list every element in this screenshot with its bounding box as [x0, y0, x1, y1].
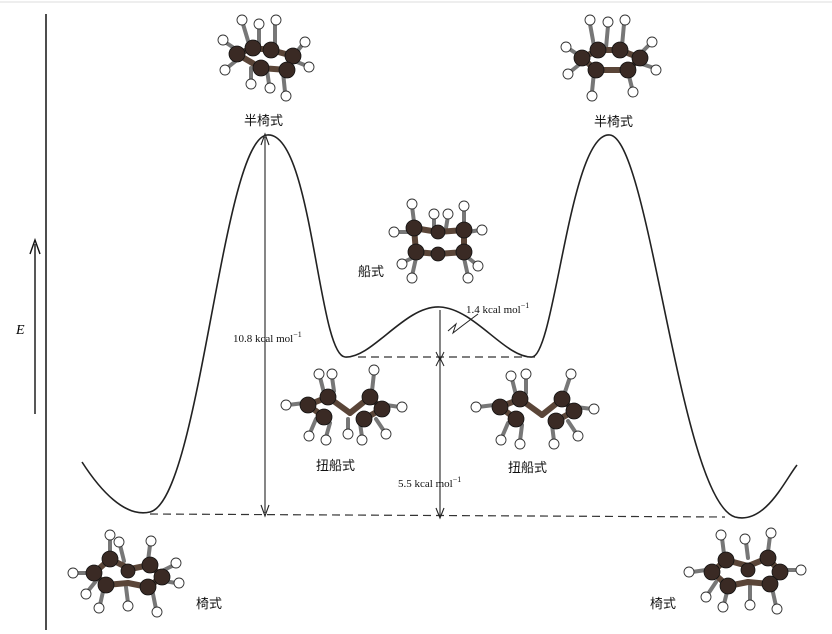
twist-boat-right-molecule: [470, 368, 600, 450]
chair-right-label: 椅式: [650, 597, 676, 612]
barrier-arrow-bottom-head: [260, 504, 270, 518]
twist-energy-label: 5.5 kcal mol−1: [398, 475, 461, 490]
energy-curve: [81, 134, 798, 519]
chair-baseline: [149, 513, 726, 518]
twist-boat-right-label: 扭船式: [508, 461, 547, 476]
boat-barrier-pointer: [447, 313, 479, 335]
half-chair-left-molecule: [217, 14, 315, 102]
boat-label: 船式: [358, 265, 384, 280]
chair-left-label: 椅式: [196, 597, 222, 612]
half-chair-right-molecule: [560, 14, 662, 102]
chair-left-molecule: [67, 529, 185, 618]
boat-molecule: [388, 198, 488, 284]
barrier-energy-label: 10.8 kcal mol−1: [233, 330, 302, 345]
barrier-arrow-top-head: [260, 132, 270, 146]
boat-energy-label: 1.4 kcal mol−1: [466, 301, 529, 316]
half-chair-right-label: 半椅式: [594, 115, 633, 130]
chair-right-molecule: [683, 527, 807, 615]
twist-boat-left-label: 扭船式: [316, 459, 355, 474]
half-chair-left-label: 半椅式: [244, 114, 283, 129]
energy-axis-arrowhead: [29, 237, 41, 255]
twist-chair-arrow-mid: [435, 351, 445, 367]
energy-axis-label: E: [15, 323, 25, 338]
twist-chair-arrow-bottom-head: [435, 507, 445, 520]
twist-boat-left-molecule: [280, 364, 408, 446]
